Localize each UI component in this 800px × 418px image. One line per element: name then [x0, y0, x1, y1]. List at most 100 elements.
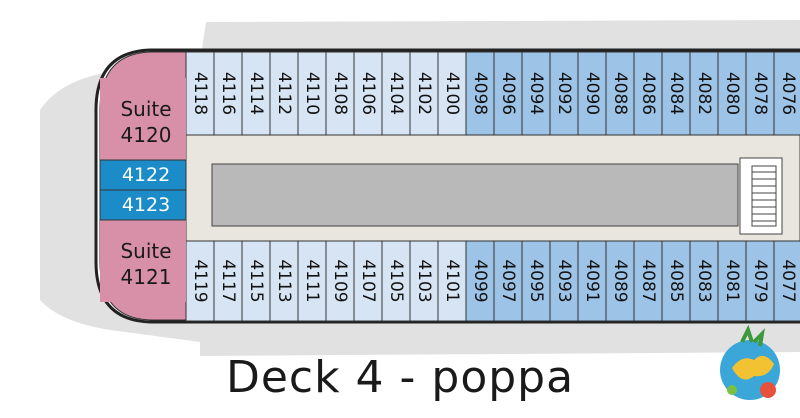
- cabin-number: 4099: [470, 259, 490, 302]
- suite-number: 4121: [121, 265, 172, 289]
- cabin-number: 4114: [246, 72, 266, 115]
- cabin-4080: 4080: [717, 51, 747, 136]
- cabin-number: 4105: [386, 259, 406, 302]
- cabin-4096: 4096: [493, 51, 523, 136]
- suite-label: Suite: [120, 239, 171, 263]
- cabin-4103: 4103: [409, 240, 439, 322]
- cabin-number: 4096: [498, 72, 518, 115]
- cabin-number: 4111: [302, 259, 322, 302]
- cabin-4089: 4089: [605, 240, 635, 322]
- cabin-4086: 4086: [633, 51, 663, 136]
- cabin-number: 4076: [778, 72, 798, 115]
- cabin-number: 4113: [274, 259, 294, 302]
- cabin-4123: 4123: [99, 189, 187, 221]
- cabin-4095: 4095: [521, 240, 551, 322]
- cabin-4100: 4100: [437, 51, 467, 136]
- cabin-4092: 4092: [549, 51, 579, 136]
- cabin-row-bottom: 4119 4117 4115 4113 4111 4109 4107 4105 4103 4101…: [185, 240, 800, 322]
- deck-caption: Deck 4 - poppa: [225, 352, 575, 403]
- cabin-number: 4104: [386, 72, 406, 115]
- cabin-4109: 4109: [325, 240, 355, 322]
- cabin-4108: 4108: [325, 51, 355, 136]
- service-core: [211, 163, 739, 227]
- cabin-number: 4122: [122, 164, 170, 186]
- cabin-number: 4094: [526, 72, 546, 115]
- cabin-number: 4100: [442, 72, 462, 115]
- cabin-number: 4101: [442, 259, 462, 302]
- cabin-4088: 4088: [605, 51, 635, 136]
- cabin-number: 4093: [554, 259, 574, 302]
- cabin-4119: 4119: [185, 240, 215, 322]
- cabin-number: 4085: [666, 259, 686, 302]
- cabin-number: 4081: [722, 259, 742, 302]
- cabin-number: 4108: [330, 72, 350, 115]
- cabin-4114: 4114: [241, 51, 271, 136]
- cabin-4099: 4099: [465, 240, 495, 322]
- cabin-4078: 4078: [745, 51, 775, 136]
- liveboat-logo-icon: [720, 324, 780, 400]
- cabin-4098: 4098: [465, 51, 495, 136]
- cabin-4079: 4079: [745, 240, 775, 322]
- cabin-number: 4109: [330, 259, 350, 302]
- cabin-4107: 4107: [353, 240, 383, 322]
- cabin-number: 4110: [302, 72, 322, 115]
- cabin-number: 4086: [638, 72, 658, 115]
- cabin-4090: 4090: [577, 51, 607, 136]
- cabin-number: 4077: [778, 259, 798, 302]
- cabin-4117: 4117: [213, 240, 243, 322]
- cabin-number: 4087: [638, 259, 658, 302]
- cabin-number: 4082: [694, 72, 714, 115]
- suite-number: 4120: [121, 123, 172, 147]
- cabin-4102: 4102: [409, 51, 439, 136]
- cabin-4094: 4094: [521, 51, 551, 136]
- cabin-number: 4118: [190, 72, 210, 115]
- cabin-number: 4117: [218, 259, 238, 302]
- cabin-number: 4080: [722, 72, 742, 115]
- cabin-4091: 4091: [577, 240, 607, 322]
- cabin-number: 4107: [358, 259, 378, 302]
- cabin-number: 4083: [694, 259, 714, 302]
- cabin-4113: 4113: [269, 240, 299, 322]
- cabin-4081: 4081: [717, 240, 747, 322]
- cabin-4118: 4118: [185, 51, 215, 136]
- cabin-4115: 4115: [241, 240, 271, 322]
- cabin-4122: 4122: [99, 159, 187, 191]
- cabin-4084: 4084: [661, 51, 691, 136]
- cabin-number: 4098: [470, 72, 490, 115]
- cabin-4105: 4105: [381, 240, 411, 322]
- cabin-number: 4102: [414, 72, 434, 115]
- cabin-number: 4089: [610, 259, 630, 302]
- cabin-4112: 4112: [269, 51, 299, 136]
- cabin-number: 4119: [190, 259, 210, 302]
- cabin-4077: 4077: [773, 240, 800, 322]
- cabin-number: 4115: [246, 259, 266, 302]
- cabin-number: 4091: [582, 259, 602, 302]
- cabin-row-top: 4118 4116 4114 4112 4110 4108 4106 4104 4102 4100…: [185, 51, 800, 136]
- cabin-4106: 4106: [353, 51, 383, 136]
- cabin-number: 4112: [274, 72, 294, 115]
- cabin-4104: 4104: [381, 51, 411, 136]
- cabin-4116: 4116: [213, 51, 243, 136]
- cabin-number: 4123: [122, 194, 170, 216]
- cabin-4076: 4076: [773, 51, 800, 136]
- cabin-4110: 4110: [297, 51, 327, 136]
- cabin-4111: 4111: [297, 240, 327, 322]
- cabin-4097: 4097: [493, 240, 523, 322]
- cabin-number: 4097: [498, 259, 518, 302]
- cabin-number: 4103: [414, 259, 434, 302]
- staircase: [739, 157, 783, 235]
- cabin-4087: 4087: [633, 240, 663, 322]
- cabin-4083: 4083: [689, 240, 719, 322]
- cabin-4101: 4101: [437, 240, 467, 322]
- cabin-number: 4079: [750, 259, 770, 302]
- cabin-number: 4092: [554, 72, 574, 115]
- suite-label: Suite: [120, 97, 171, 121]
- cabin-number: 4084: [666, 72, 686, 115]
- cabin-number: 4106: [358, 72, 378, 115]
- cabin-number: 4078: [750, 72, 770, 115]
- cabin-number: 4116: [218, 72, 238, 115]
